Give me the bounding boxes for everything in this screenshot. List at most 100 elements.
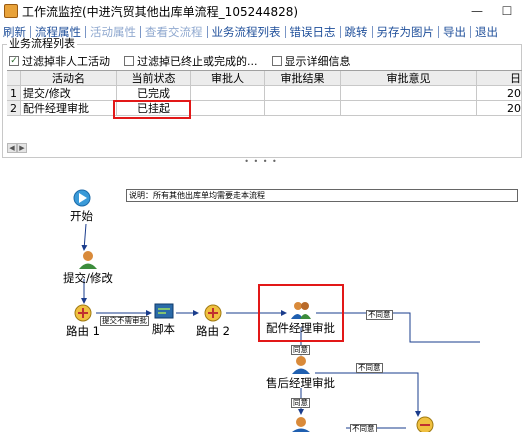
edge-start-submit	[81, 223, 88, 251]
edge-tag: 不同意	[356, 363, 383, 373]
edge-aftersale-disagree	[315, 372, 421, 417]
menu-business-flow-list[interactable]: 业务流程列表	[211, 25, 281, 39]
column-header-opinion[interactable]: 审批意见	[341, 71, 477, 86]
user-group-icon	[290, 302, 311, 319]
window-title: 工作流监控(中进汽贸其他出库单流程_105244828)	[22, 4, 299, 19]
start-icon	[73, 189, 90, 207]
menu-bar: 刷新 流程属性 活动属性 查看交流程 业务流程列表 错误日志 跳转 另存为图片 …	[0, 23, 522, 41]
maximize-button[interactable]: ☐	[501, 4, 513, 18]
menu-separator	[30, 26, 31, 38]
scroll-right-icon[interactable]: ▶	[17, 143, 27, 153]
node-label: 路由 1	[66, 324, 100, 338]
menu-save-as-image[interactable]: 另存为图片	[376, 25, 435, 39]
edge-tag: 同意	[291, 398, 310, 408]
checkbox-checked-icon: ✓	[9, 55, 19, 66]
filter-finished-checkbox[interactable]: 过滤掉已终止或完成的...	[124, 53, 258, 69]
cell-activity: 提交/修改	[21, 86, 117, 101]
cell-result	[265, 86, 341, 101]
user-task-icon	[291, 356, 310, 374]
column-header-date[interactable]: 日	[477, 71, 522, 86]
filter-bar: ✓ 过滤掉非人工活动 过滤掉已终止或完成的... 显示详细信息	[9, 53, 351, 69]
window-controls: — ☐	[462, 0, 522, 22]
script-icon	[154, 303, 173, 319]
cell-opinion	[341, 86, 477, 101]
menu-separator	[284, 26, 286, 38]
menu-error-log[interactable]: 错误日志	[289, 25, 336, 39]
panel-title: 业务流程列表	[7, 37, 77, 50]
business-flow-list-panel: 业务流程列表 ✓ 过滤掉非人工活动 过滤掉已终止或完成的... 显示详细信息	[2, 38, 522, 158]
node-route1[interactable]: 路由 1	[66, 303, 100, 339]
filter-label: 过滤掉非人工活动	[22, 55, 110, 68]
node-highlight-box	[258, 284, 344, 342]
node-aftersales-manager-approval[interactable]: 售后经理审批	[266, 355, 335, 391]
menu-jump[interactable]: 跳转	[344, 25, 368, 39]
edge-parts-disagree	[316, 312, 480, 343]
table-row[interactable]: 1 提交/修改 已完成 20	[7, 86, 522, 101]
status-highlight-box	[113, 100, 191, 119]
menu-refresh[interactable]: 刷新	[3, 25, 26, 39]
filter-non-manual-checkbox[interactable]: ✓ 过滤掉非人工活动	[9, 53, 110, 69]
title-bar: 工作流监控(中进汽贸其他出库单流程_105244828) — ☐	[0, 0, 522, 22]
workflow-canvas: 说明：所有其他出库单均需要走本流程 开始	[0, 166, 522, 432]
node-parts-manager-approval[interactable]: 配件经理审批	[266, 300, 335, 336]
column-header-result[interactable]: 审批结果	[265, 71, 341, 86]
flow-note: 说明：所有其他出库单均需要走本流程	[126, 189, 518, 202]
menu-flow-properties[interactable]: 流程属性	[35, 25, 81, 39]
node-next-approval[interactable]	[290, 416, 312, 432]
menu-separator	[206, 26, 208, 38]
node-submit[interactable]: 提交/修改	[63, 250, 113, 286]
cell-approver	[191, 101, 265, 116]
node-label: 脚本	[152, 322, 175, 336]
user-task-icon	[292, 417, 310, 432]
edge-tag: 提交不需审批	[100, 316, 149, 326]
app-icon	[4, 4, 18, 18]
checkbox-icon	[124, 56, 134, 66]
node-label: 提交/修改	[63, 271, 113, 285]
menu-activity-properties[interactable]: 活动属性	[90, 25, 136, 39]
menu-separator	[140, 26, 141, 38]
table-horizontal-scrollbar[interactable]: ◀ ▶	[7, 143, 29, 153]
cell-activity: 配件经理审批	[21, 101, 117, 116]
menu-separator	[371, 26, 373, 38]
user-task-icon	[78, 251, 97, 269]
cell-opinion	[341, 101, 477, 116]
menu-separator	[85, 26, 86, 38]
panel-splitter[interactable]: • • • •	[0, 156, 522, 166]
cell-result	[265, 101, 341, 116]
menu-separator	[438, 26, 439, 38]
cell-date: 20	[477, 86, 522, 101]
column-header-activity[interactable]: 活动名	[21, 71, 117, 86]
scroll-left-icon[interactable]: ◀	[7, 143, 17, 153]
node-label: 开始	[70, 209, 93, 223]
row-number: 1	[7, 86, 21, 101]
node-label: 售后经理审批	[266, 376, 335, 390]
edge-tag: 同意	[291, 345, 310, 355]
cell-date: 20	[477, 101, 522, 116]
node-end-route[interactable]	[414, 414, 436, 432]
filter-label: 过滤掉已终止或完成的...	[137, 55, 258, 68]
node-script[interactable]: 脚本	[152, 303, 175, 337]
row-number-header	[7, 71, 21, 86]
table-header-row: 活动名 当前状态 审批人 审批结果 审批意见 日	[7, 71, 522, 86]
edge-tag: 不同意	[350, 424, 377, 432]
row-number: 2	[7, 101, 21, 116]
show-details-checkbox[interactable]: 显示详细信息	[271, 53, 351, 69]
menu-separator	[470, 26, 471, 38]
node-route2[interactable]: 路由 2	[196, 303, 230, 339]
flow-edges	[81, 223, 480, 429]
menu-export[interactable]: 导出	[443, 25, 466, 39]
checkbox-icon	[271, 56, 282, 66]
column-header-status[interactable]: 当前状态	[117, 71, 191, 86]
cell-approver	[191, 86, 265, 101]
minimize-button[interactable]: —	[471, 4, 483, 18]
menu-view-flow[interactable]: 查看交流程	[145, 25, 203, 39]
menu-separator	[339, 26, 341, 38]
column-header-approver[interactable]: 审批人	[191, 71, 265, 86]
filter-label: 显示详细信息	[284, 55, 351, 68]
route-icon	[74, 304, 92, 322]
menu-exit[interactable]: 退出	[475, 25, 498, 39]
activity-table: 活动名 当前状态 审批人 审批结果 审批意见 日 1 提交/修改 已完成 20 …	[7, 70, 522, 140]
node-start[interactable]: 开始	[70, 188, 93, 224]
edge-tag: 不同意	[366, 310, 393, 320]
table-row[interactable]: 2 配件经理审批 已挂起 20	[7, 101, 522, 116]
